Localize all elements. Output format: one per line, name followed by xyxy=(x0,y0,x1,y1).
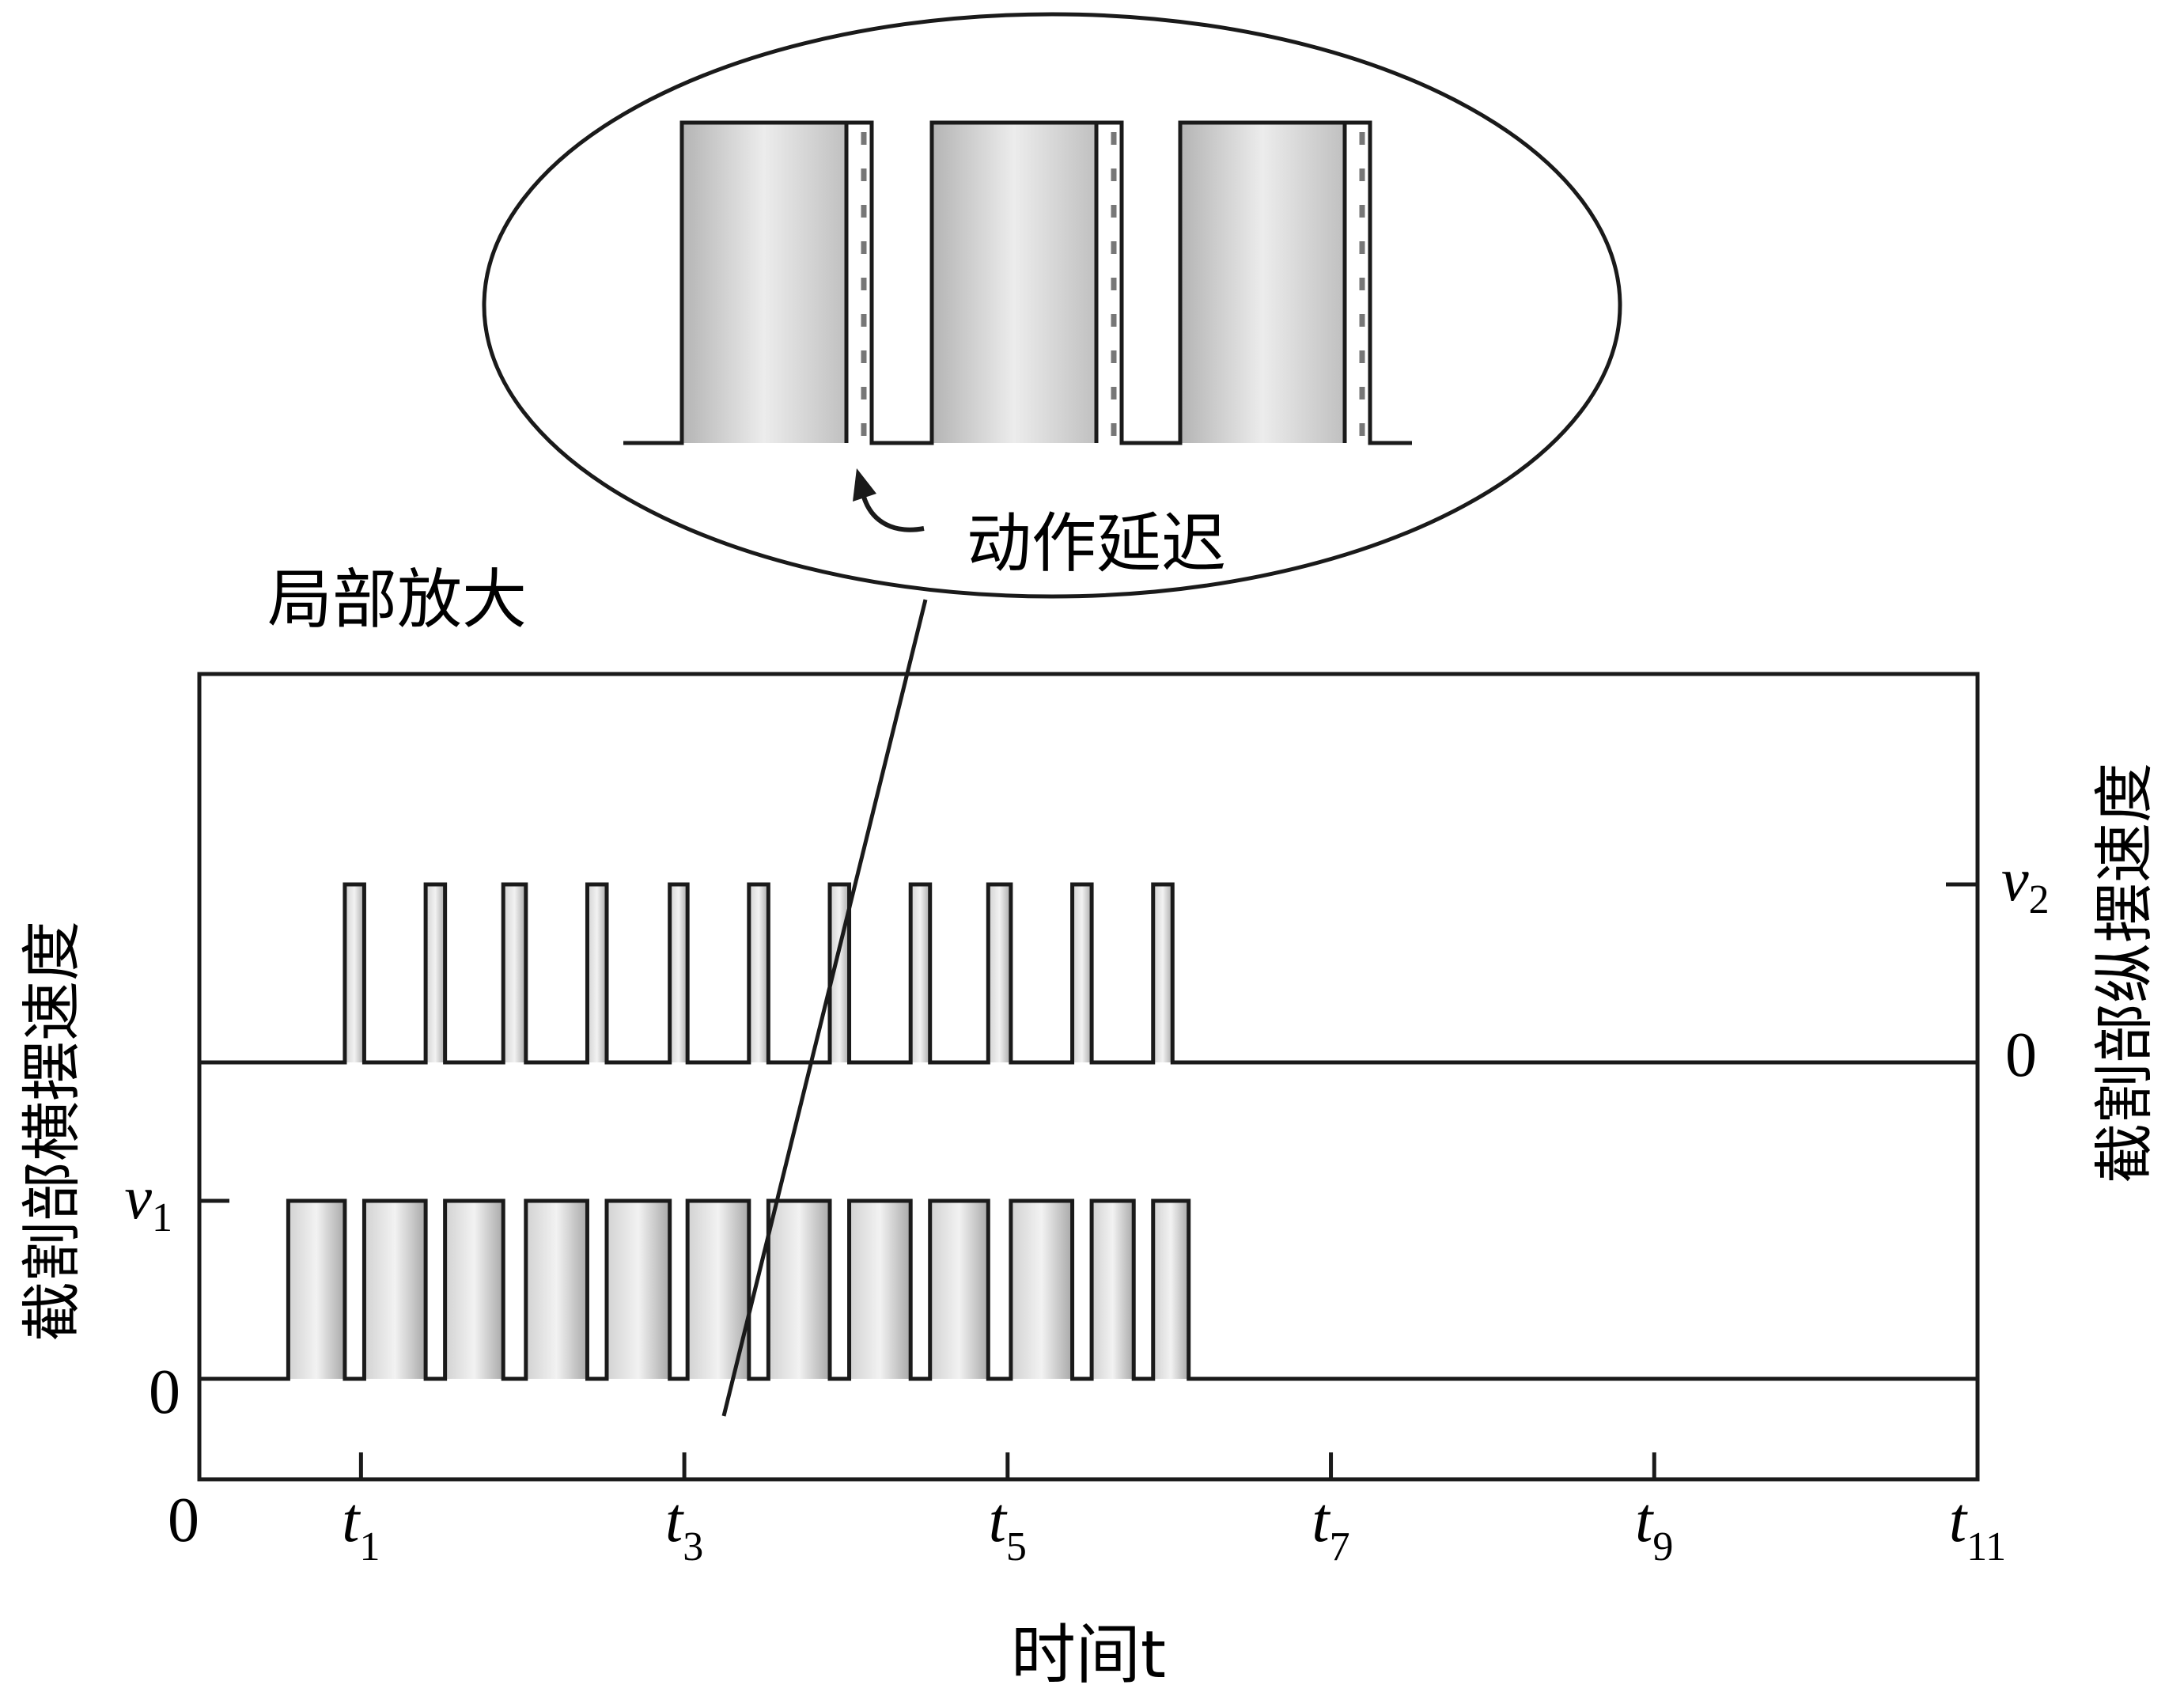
inset-pulse-3 xyxy=(1180,123,1345,443)
lateral-pulse-3 xyxy=(445,1201,504,1379)
zoom-label: 局部放大 xyxy=(267,562,527,638)
x-axis-title: 时间t xyxy=(1011,1618,1166,1693)
x-tick-label-4: t5 xyxy=(989,1486,1027,1569)
x-tick-label-6: t9 xyxy=(1635,1486,1673,1569)
longitudinal-pulse-9 xyxy=(988,884,1011,1062)
delay-arrow-icon xyxy=(861,496,925,532)
lateral-pulse-4 xyxy=(525,1201,588,1379)
y-axis-title-left: 截割部横摆速度 xyxy=(17,921,87,1342)
y-axis-title-right: 截割部纵摆速度 xyxy=(2089,763,2159,1183)
x-tick-label-1: 0 xyxy=(168,1486,199,1555)
left-series xyxy=(199,1198,1978,1381)
plot-frame xyxy=(197,672,1980,1482)
inset-pulse-2 xyxy=(932,123,1096,443)
longitudinal-series-line xyxy=(199,882,1978,1065)
longitudinal-pulse-6 xyxy=(748,884,769,1062)
zoom-inset xyxy=(482,12,1622,599)
right-series xyxy=(199,882,1978,1065)
x-tick-label-5: t7 xyxy=(1312,1486,1349,1569)
zoom-leader-line xyxy=(721,599,928,1417)
lateral-pulse-5 xyxy=(606,1201,670,1379)
lateral-pulse-11 xyxy=(1092,1201,1134,1379)
lateral-pulse-12 xyxy=(1153,1201,1189,1379)
longitudinal-pulse-10 xyxy=(1072,884,1092,1062)
inset-pulse-outline xyxy=(623,120,1412,445)
lateral-pulse-8 xyxy=(849,1201,911,1379)
inset-pulse-1 xyxy=(682,123,846,443)
lateral-pulse-10 xyxy=(1010,1201,1073,1379)
longitudinal-pulse-5 xyxy=(669,884,688,1062)
longitudinal-pulse-8 xyxy=(910,884,930,1062)
left-zero-label: 0 xyxy=(149,1357,180,1427)
longitudinal-pulse-4 xyxy=(587,884,607,1062)
x-ticks: 0 t1 t3 t5 t7 t9 t11 xyxy=(168,1452,2006,1569)
v1-level-label: v1 xyxy=(124,1163,172,1240)
x-tick-label-7: t11 xyxy=(1949,1486,2006,1569)
longitudinal-pulse-2 xyxy=(426,884,445,1062)
delay-annotation: 动作延迟 xyxy=(967,506,1226,581)
lateral-pulse-9 xyxy=(929,1201,989,1379)
right-zero-label: 0 xyxy=(2005,1020,2037,1090)
lateral-pulse-1 xyxy=(288,1201,345,1379)
longitudinal-pulse-3 xyxy=(503,884,526,1062)
longitudinal-pulse-1 xyxy=(344,884,365,1062)
lateral-series-line xyxy=(199,1198,1978,1381)
lateral-pulse-7 xyxy=(768,1201,831,1379)
v2-level-label: v2 xyxy=(2001,845,2050,922)
lateral-pulse-2 xyxy=(364,1201,426,1379)
longitudinal-pulse-11 xyxy=(1153,884,1173,1062)
inset-pulses xyxy=(623,120,1412,445)
delay-arrow-head xyxy=(853,468,876,502)
x-tick-label-2: t1 xyxy=(342,1486,380,1569)
x-tick-label-3: t3 xyxy=(665,1486,703,1569)
